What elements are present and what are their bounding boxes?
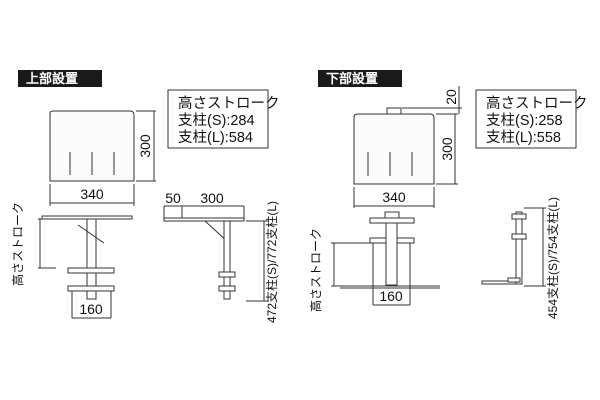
- right-panel-front: [353, 113, 435, 185]
- left-title: 上部設置: [26, 71, 78, 86]
- left-panel-front: [49, 110, 135, 182]
- left-front-pole: [86, 218, 97, 300]
- left-front-clamp: [67, 285, 115, 292]
- right-spec-line: 支柱(L):558: [486, 129, 561, 146]
- left-spec-box: [167, 89, 269, 149]
- left-width-value: 340: [80, 186, 104, 202]
- right-side-pole: [515, 211, 523, 285]
- right-spec-box: [475, 89, 577, 149]
- left-offset-value: 50: [165, 190, 181, 206]
- right-title-bg: [318, 70, 402, 87]
- right-panel-tab: [386, 107, 402, 115]
- right-stroke-label: 高さストローク: [308, 228, 323, 312]
- left-stroke-label: 高さストローク: [10, 202, 25, 286]
- left-side-top-plate: [163, 217, 245, 222]
- right-height-value: 300: [439, 137, 455, 161]
- right-base-value: 160: [379, 288, 403, 304]
- left-side-pole: [223, 220, 231, 300]
- left-spec-line: 高さストローク: [178, 95, 280, 112]
- left-pole-label: 472支柱(S)/772支柱(L): [264, 201, 279, 323]
- left-depth-value: 300: [200, 190, 224, 206]
- right-width-value: 340: [382, 189, 406, 205]
- left-title-bg: [18, 70, 102, 87]
- right-top-value: 20: [443, 89, 459, 105]
- left-spec-line: 支柱(L):584: [178, 129, 253, 146]
- right-pole-label: 454支柱(S)/754支柱(L): [545, 197, 560, 319]
- left-height-value: 300: [137, 134, 153, 158]
- right-spec-line: 高さストローク: [486, 95, 588, 112]
- right-title: 下部設置: [326, 71, 378, 86]
- left-front-clamp: [67, 267, 115, 274]
- right-front-clamp: [369, 217, 415, 224]
- right-front-pole: [385, 222, 398, 286]
- left-base-value: 160: [79, 301, 103, 317]
- left-spec-line: 支柱(S):284: [178, 112, 255, 129]
- right-spec-line: 支柱(S):258: [486, 112, 563, 129]
